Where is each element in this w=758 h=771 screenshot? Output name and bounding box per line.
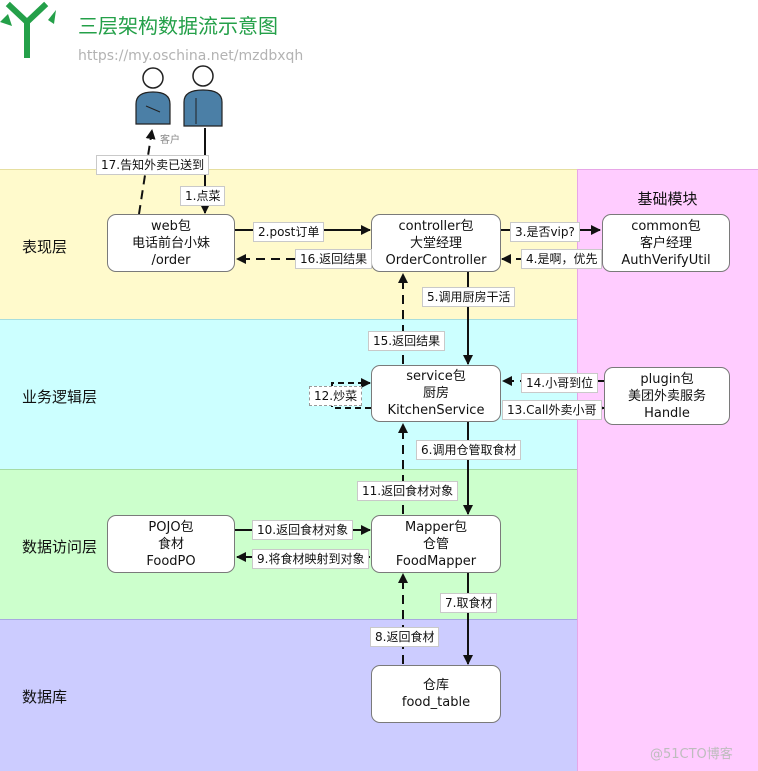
step-16-label: 16.返回结果 [295,249,373,269]
pojo-package-node: POJO包 食材 FoodPO [107,515,235,573]
common-node-line-1: common包 [631,218,701,234]
presentation-layer-label: 表现层 [22,238,68,256]
base-modules-label: 基础模块 [637,190,698,208]
step-17-label: 17.告知外卖已送到 [96,155,210,175]
controller-node-line-3: OrderController [385,252,487,268]
service-node-line-1: service包 [406,369,466,384]
step-7-label: 7.取食材 [440,593,498,613]
web-package-node: web包 电话前台小妹 /order [107,214,235,272]
logo-icon [0,1,56,58]
customer-people-icon [135,65,223,127]
pojo-node-line-3: FoodPO [146,553,196,569]
step-8-label: 8.返回食材 [370,627,440,647]
database-layer-label: 数据库 [22,688,68,706]
step-3-label: 3.是否vip? [510,222,580,242]
step-1-label: 1.点菜 [180,186,226,206]
plugin-package-node: plugin包 美团外卖服务 Handle [604,367,730,425]
common-node-line-3: AuthVerifyUtil [621,252,711,268]
step-5-label: 5.调用厨房干活 [422,287,516,307]
step-6-label: 6.调用仓管取食材 [416,440,522,460]
web-node-line-3: /order [151,252,191,268]
step-15-label: 15.返回结果 [368,331,446,351]
mapper-node-line-2: 仓管 [422,536,449,552]
step-12-label: 12.炒菜 [309,386,363,406]
customer-label: 客户 [160,135,180,146]
common-package-node: common包 客户经理 AuthVerifyUtil [602,214,730,272]
controller-node-line-2: 大堂经理 [409,235,462,251]
pojo-node-line-1: POJO包 [148,519,194,535]
step-2-label: 2.post订单 [253,222,325,242]
web-node-line-1: web包 [151,218,191,234]
customer-left-figure [135,67,171,125]
data-access-layer-label: 数据访问层 [22,538,98,556]
watermark: @51CTO博客 [650,747,733,762]
step-14-label: 14.小哥到位 [521,373,599,393]
customer-right-figure [183,65,223,127]
table-node-line-2: food_table [401,695,471,710]
page-title: 三层架构数据流示意图 [78,14,278,38]
controller-package-node: controller包 大堂经理 OrderController [371,214,501,272]
mapper-node-line-1: Mapper包 [404,519,468,535]
plugin-node-line-3: Handle [644,405,690,421]
food-table-node: 仓库 food_table [371,665,501,723]
mapper-package-node: Mapper包 仓管 FoodMapper [371,515,501,573]
pojo-node-line-2: 食材 [157,536,184,552]
step-13-label: 13.Call外卖小哥 [502,400,602,420]
mapper-node-line-3: FoodMapper [395,553,477,569]
plugin-node-line-1: plugin包 [640,371,694,387]
service-package-node: service包 厨房 KitchenService [371,365,501,422]
source-url: https://my.oschina.net/mzdbxqh [78,48,304,64]
common-node-line-2: 客户经理 [639,235,692,251]
controller-node-line-1: controller包 [398,218,474,234]
step-11-label: 11.返回食材对象 [357,481,459,501]
table-node-line-1: 仓库 [422,678,449,693]
service-node-line-2: 厨房 [422,386,449,401]
step-4-label: 4.是啊，优先 [521,249,603,269]
service-node-line-3: KitchenService [387,403,485,418]
step-9-label: 9.将食材映射到对象 [252,549,370,569]
web-node-line-2: 电话前台小妹 [131,235,210,251]
business-layer-label: 业务逻辑层 [22,388,98,406]
step-10-label: 10.返回食材对象 [252,520,354,540]
plugin-node-line-2: 美团外卖服务 [627,388,706,404]
